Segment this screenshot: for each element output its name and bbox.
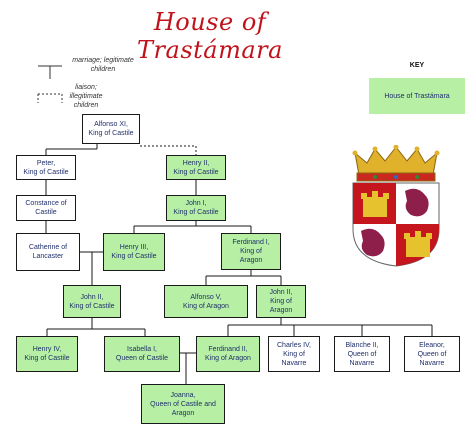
diagram-title: House of Trastámara <box>137 8 283 64</box>
person-isabella-i: Isabella I, Queen of Castile <box>104 336 180 372</box>
person-henry-iv: Henry IV, King of Castile <box>16 336 78 372</box>
key-heading: KEY <box>409 62 425 69</box>
person-john-i-castile: John I, King of Castile <box>166 195 226 221</box>
legend-liaison-label: liaison; illegitimate children <box>69 84 103 109</box>
person-joanna: Joanna, Queen of Castile and Aragon <box>141 384 225 424</box>
shield-icon <box>352 182 440 267</box>
person-charles-iv: Charles IV, King of Navarre <box>268 336 320 372</box>
person-peter: Peter, King of Castile <box>16 155 76 180</box>
person-blanche-ii: Blanche II, Queen of Navarre <box>334 336 390 372</box>
person-constance: Constance of Castile <box>16 195 76 221</box>
person-john-ii-aragon: John II, King of Aragon <box>256 285 306 318</box>
crown-icon <box>352 145 440 182</box>
person-henry-iii: Henry III, King of Castile <box>103 233 165 271</box>
person-john-ii-castile: John II, King of Castile <box>63 285 121 318</box>
person-eleanor: Eleanor, Queen of Navarre <box>404 336 460 372</box>
coat-of-arms-image <box>352 145 440 267</box>
person-alfonso-xi: Alfonso XI, King of Castile <box>82 114 140 144</box>
legend-marriage-label: marriage; legitimate children <box>72 57 134 73</box>
key-item: House of Trastámara <box>369 78 465 114</box>
person-ferdinand-i: Ferdinand I, King of Aragon <box>221 233 281 270</box>
person-ferdinand-ii: Ferdinand II, King of Aragon <box>196 336 260 372</box>
person-catherine: Catherine of Lancaster <box>16 233 80 271</box>
person-alfonso-v: Alfonso V, King of Aragon <box>164 285 248 318</box>
legend-marriage-glyph <box>38 65 62 79</box>
person-henry-ii: Henry II, King of Castile <box>166 155 226 180</box>
legend-liaison-glyph <box>37 93 63 103</box>
